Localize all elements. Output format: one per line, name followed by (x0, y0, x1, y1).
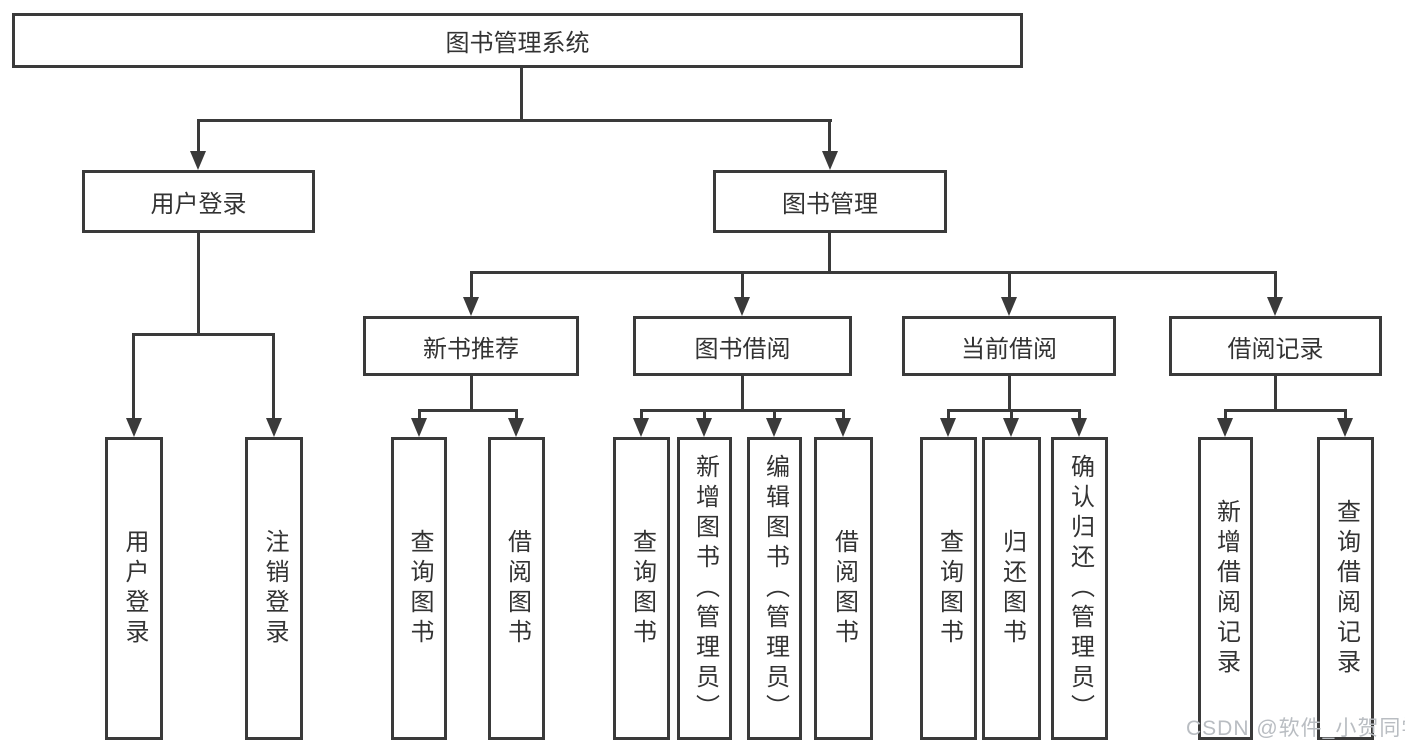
arrow-down-icon (1003, 418, 1019, 437)
node-user-login: 用户登录 (82, 170, 315, 233)
node-leaf-br-add-record: 新增借阅记录 (1198, 437, 1253, 740)
arrow-down-icon (766, 418, 782, 437)
connector-line (197, 119, 832, 122)
arrow-down-icon (734, 297, 750, 316)
node-leaf-logout: 注销登录 (245, 437, 303, 740)
arrow-down-icon (633, 418, 649, 437)
connector-line (703, 409, 706, 423)
node-leaf-bb-add-books: 新增图书（管理员） (677, 437, 732, 740)
connector-line (470, 271, 473, 301)
connector-line (132, 333, 275, 336)
node-leaf-cb-return-books: 归还图书 (982, 437, 1041, 740)
arrow-down-icon (508, 418, 524, 437)
node-leaf-nb-borrow-books: 借阅图书 (488, 437, 545, 740)
arrow-down-icon (411, 418, 427, 437)
connector-line (418, 409, 421, 423)
arrow-down-icon (1337, 418, 1353, 437)
node-leaf-bb-borrow-books: 借阅图书 (814, 437, 873, 740)
arrow-down-icon (1267, 297, 1283, 316)
connector-line (197, 119, 200, 155)
connector-line (640, 409, 845, 412)
connector-line (828, 119, 831, 155)
node-leaf-cb-confirm-return: 确认归还（管理员） (1051, 437, 1108, 740)
connector-line (520, 68, 523, 122)
arrow-down-icon (190, 151, 206, 170)
node-root: 图书管理系统 (12, 13, 1023, 68)
watermark: CSDN @软件_小贺同学 (1186, 717, 1405, 740)
connector-line (1344, 409, 1347, 423)
connector-line (1008, 376, 1011, 412)
arrow-down-icon (266, 418, 282, 437)
connector-line (828, 233, 831, 274)
connector-line (1010, 409, 1013, 423)
connector-line (842, 409, 845, 423)
node-leaf-nb-query-books: 查询图书 (391, 437, 447, 740)
connector-line (947, 409, 1081, 412)
arrow-down-icon (822, 151, 838, 170)
node-leaf-bb-edit-books: 编辑图书（管理员） (747, 437, 802, 740)
connector-line (1274, 271, 1277, 301)
node-leaf-br-query-record: 查询借阅记录 (1317, 437, 1374, 740)
connector-line (947, 409, 950, 423)
node-borrow-records: 借阅记录 (1169, 316, 1382, 376)
connector-line (272, 333, 275, 423)
node-leaf-user-login: 用户登录 (105, 437, 163, 740)
node-leaf-cb-query-books: 查询图书 (920, 437, 977, 740)
node-book-management: 图书管理 (713, 170, 947, 233)
connector-line (1224, 409, 1227, 423)
arrow-down-icon (1217, 418, 1233, 437)
node-current-borrow: 当前借阅 (902, 316, 1116, 376)
arrow-down-icon (1071, 418, 1087, 437)
connector-line (741, 271, 744, 301)
connector-line (1274, 376, 1277, 412)
connector-line (1078, 409, 1081, 423)
node-new-book-recommend: 新书推荐 (363, 316, 579, 376)
node-leaf-bb-query-books: 查询图书 (613, 437, 670, 740)
arrow-down-icon (126, 418, 142, 437)
connector-line (470, 376, 473, 412)
connector-line (773, 409, 776, 423)
connector-line (470, 271, 1277, 274)
node-book-borrow: 图书借阅 (633, 316, 852, 376)
connector-line (741, 376, 744, 412)
arrow-down-icon (940, 418, 956, 437)
connector-line (132, 333, 135, 423)
arrow-down-icon (463, 297, 479, 316)
arrow-down-icon (696, 418, 712, 437)
connector-line (418, 409, 518, 412)
arrow-down-icon (1001, 297, 1017, 316)
connector-line (1008, 271, 1011, 301)
connector-line (197, 233, 200, 336)
connector-line (640, 409, 643, 423)
connector-line (1224, 409, 1346, 412)
arrow-down-icon (835, 418, 851, 437)
connector-line (515, 409, 518, 423)
